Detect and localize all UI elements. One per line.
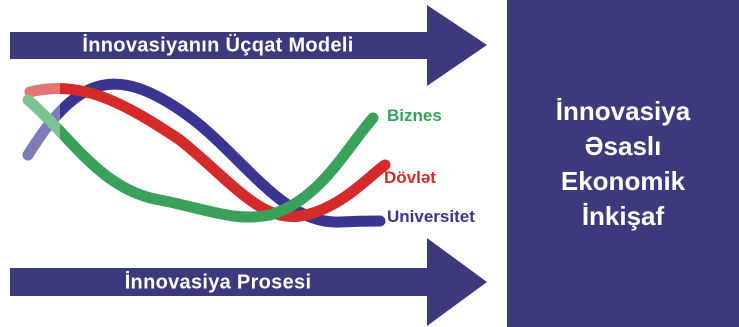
wave-label-dovlet: Dövlət [384,168,436,187]
top-arrow [10,5,487,86]
top-arrow-label: İnnovasiyanın Üçqat Modeli [82,34,354,57]
result-box: İnnovasiya Əsaslı Ekonomik İnkişaf [507,0,739,327]
result-line: İnnovasiya [555,95,691,126]
bottom-arrow [10,238,487,326]
wave-dovlet [24,83,391,223]
bottom-arrow-label: İnnovasiya Prosesi [124,271,312,294]
result-line: İnkişaf [581,200,665,231]
result-line: Ekonomik [560,165,686,196]
wave-glare [20,80,60,170]
wave-biznes [22,94,379,223]
result-box-text: İnnovasiya Əsaslı Ekonomik İnkişaf [556,94,690,234]
wave-label-universitet: Universitet [387,207,475,226]
wave-label-biznes: Biznes [387,106,442,125]
result-line: Əsaslı [584,130,662,161]
